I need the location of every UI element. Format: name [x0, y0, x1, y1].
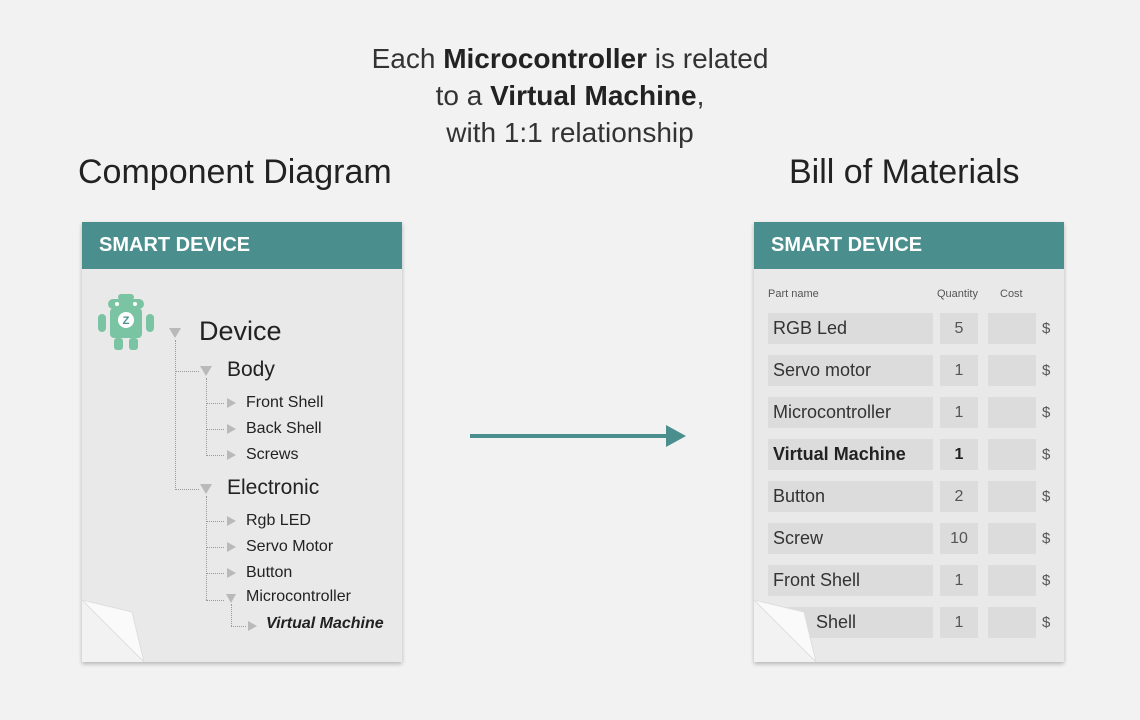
expand-triangle-icon[interactable] [200, 484, 212, 494]
currency-symbol: $ [1042, 614, 1051, 631]
headline-line-1: Each Microcontroller is related [0, 40, 1140, 77]
tree-connector [206, 403, 224, 404]
component-diagram-title: Component Diagram [78, 153, 392, 191]
quantity-cell[interactable]: 1 [940, 565, 978, 596]
cost-cell[interactable] [988, 313, 1036, 344]
leaf-triangle-icon [248, 621, 257, 631]
leaf-triangle-icon [227, 542, 236, 552]
tree-connector [206, 521, 224, 522]
cost-cell[interactable] [988, 523, 1036, 554]
tree-connector [206, 600, 224, 601]
tree-node-device[interactable]: Device [199, 316, 282, 346]
tree-connector [175, 371, 199, 372]
leaf-triangle-icon [227, 450, 236, 460]
tree-node-body[interactable]: Body [227, 358, 275, 381]
tree-connector [231, 604, 232, 626]
bom-row: Button 2 $ [768, 481, 1058, 512]
tree-node-back-shell[interactable]: Back Shell [246, 420, 322, 437]
currency-symbol: $ [1042, 404, 1051, 421]
quantity-cell[interactable]: 2 [940, 481, 978, 512]
currency-symbol: $ [1042, 488, 1051, 505]
quantity-cell[interactable]: 1 [940, 607, 978, 638]
cost-cell[interactable] [988, 397, 1036, 428]
bill-of-materials-document: SMART DEVICE Part name Quantity Cost RGB… [754, 222, 1064, 662]
part-name-cell[interactable]: RGB Led [768, 313, 933, 344]
tree-connector [206, 429, 224, 430]
bom-row: RGB Led 5 $ [768, 313, 1058, 344]
component-tree: Device Body Front Shell Back Shell Screw… [82, 222, 402, 662]
bom-row: Screw 10 $ [768, 523, 1058, 554]
headline-line-2: to a Virtual Machine, [0, 77, 1140, 114]
tree-connector [206, 378, 207, 456]
robot-icon: Z [98, 294, 154, 350]
bom-row: Microcontroller 1 $ [768, 397, 1058, 428]
expand-triangle-icon[interactable] [226, 594, 236, 603]
tree-connector [231, 626, 246, 627]
cost-cell[interactable] [988, 481, 1036, 512]
tree-node-virtual-machine[interactable]: Virtual Machine [266, 615, 384, 632]
cost-cell[interactable] [988, 607, 1036, 638]
currency-symbol: $ [1042, 446, 1051, 463]
headline-text: Each [371, 43, 444, 74]
part-name-cell[interactable]: Servo motor [768, 355, 933, 386]
tree-connector [206, 496, 207, 600]
leaf-triangle-icon [227, 568, 236, 578]
bom-row: Servo motor 1 $ [768, 355, 1058, 386]
arrow-right-icon [470, 425, 686, 447]
expand-triangle-icon[interactable] [169, 328, 181, 338]
headline-bold-virtual-machine: Virtual Machine [490, 80, 697, 111]
column-header-cost: Cost [1000, 288, 1023, 300]
currency-symbol: $ [1042, 362, 1051, 379]
leaf-triangle-icon [227, 516, 236, 526]
leaf-triangle-icon [227, 424, 236, 434]
tree-node-rgb-led[interactable]: Rgb LED [246, 512, 311, 529]
part-name-cell[interactable]: Microcontroller [768, 397, 933, 428]
part-name-cell[interactable]: Virtual Machine [768, 439, 933, 470]
quantity-cell[interactable]: 5 [940, 313, 978, 344]
tree-node-microcontroller[interactable]: Microcontroller [246, 588, 351, 605]
component-diagram-document: SMART DEVICE Z Device Body Front Shell [82, 222, 402, 662]
column-header-quantity: Quantity [937, 288, 978, 300]
quantity-cell[interactable]: 10 [940, 523, 978, 554]
tree-connector [206, 573, 224, 574]
headline-text: is related [647, 43, 769, 74]
quantity-cell[interactable]: 1 [940, 355, 978, 386]
currency-symbol: $ [1042, 320, 1051, 337]
bill-of-materials-title: Bill of Materials [789, 153, 1020, 191]
tree-node-front-shell[interactable]: Front Shell [246, 394, 324, 411]
column-header-part-name: Part name [768, 288, 819, 300]
headline-text: to a [435, 80, 491, 111]
headline: Each Microcontroller is related to a Vir… [0, 40, 1140, 151]
leaf-triangle-icon [227, 398, 236, 408]
part-name-cell[interactable]: Front Shell [768, 565, 933, 596]
tree-node-servo-motor[interactable]: Servo Motor [246, 538, 334, 555]
bom-row-highlighted: Virtual Machine 1 $ [768, 439, 1058, 470]
currency-symbol: $ [1042, 530, 1051, 547]
page-curl [82, 600, 144, 662]
tree-node-screws[interactable]: Screws [246, 446, 299, 463]
headline-bold-microcontroller: Microcontroller [443, 43, 647, 74]
currency-symbol: $ [1042, 572, 1051, 589]
svg-text:Z: Z [123, 315, 130, 327]
expand-triangle-icon[interactable] [200, 366, 212, 376]
tree-connector [206, 455, 224, 456]
cost-cell[interactable] [988, 439, 1036, 470]
quantity-cell[interactable]: 1 [940, 439, 978, 470]
cost-cell[interactable] [988, 565, 1036, 596]
tree-connector [206, 547, 224, 548]
cost-cell[interactable] [988, 355, 1036, 386]
headline-line-3: with 1:1 relationship [446, 117, 694, 148]
tree-node-button[interactable]: Button [246, 564, 293, 581]
quantity-cell[interactable]: 1 [940, 397, 978, 428]
page-curl [754, 600, 816, 662]
bom-row: Front Shell 1 $ [768, 565, 1058, 596]
headline-text: , [696, 80, 705, 111]
tree-node-electronic[interactable]: Electronic [227, 476, 320, 499]
tree-connector [175, 340, 176, 490]
part-name-cell[interactable]: Screw [768, 523, 933, 554]
tree-connector [175, 489, 199, 490]
doc-header: SMART DEVICE [82, 222, 402, 269]
part-name-cell[interactable]: Button [768, 481, 933, 512]
doc-header: SMART DEVICE [754, 222, 1064, 269]
